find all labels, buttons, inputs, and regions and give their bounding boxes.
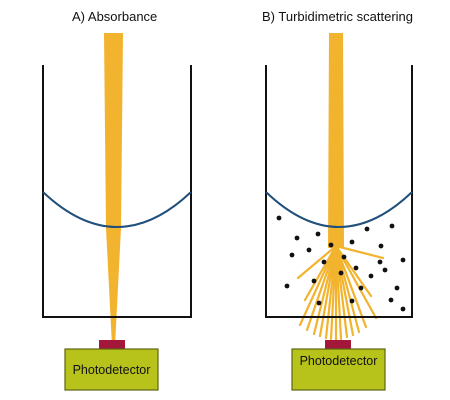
photodetector	[291, 348, 386, 391]
panel-scattering: B) Turbidimetric scattering	[262, 9, 413, 391]
photodetector-label: Photodetector	[300, 354, 378, 368]
cuvette	[265, 65, 413, 318]
photodetector	[64, 348, 159, 391]
photodetector-label: Photodetector	[73, 363, 151, 377]
panel-absorbance: A) Absorbance Photodetector	[42, 9, 192, 391]
scattered-rays	[296, 244, 385, 342]
cuvette	[42, 65, 192, 318]
liquid-meniscus	[42, 191, 192, 228]
detector-window	[99, 340, 125, 351]
transmitted-beam	[106, 228, 121, 346]
panel-a-title: A) Absorbance	[72, 9, 157, 24]
liquid-meniscus	[265, 191, 413, 228]
suspended-particles	[276, 215, 406, 312]
light-beam	[104, 33, 123, 228]
detector-window	[325, 340, 351, 351]
light-beam	[328, 33, 344, 248]
panel-b-title: B) Turbidimetric scattering	[262, 9, 413, 24]
